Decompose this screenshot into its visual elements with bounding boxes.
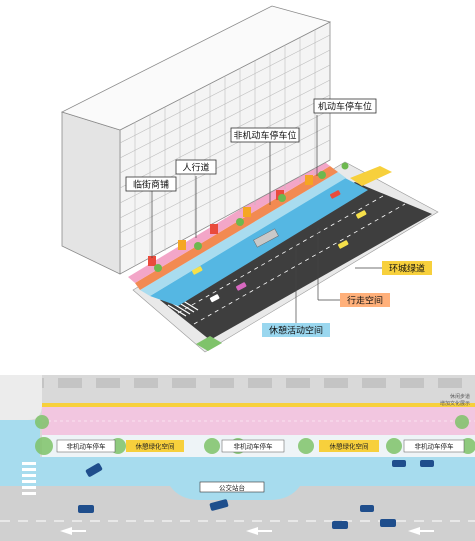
svg-text:行走空间: 行走空间 xyxy=(347,295,383,307)
svg-text:临街商铺: 临街商铺 xyxy=(133,179,169,191)
label-sidewalk: 人行道 xyxy=(175,159,217,175)
plan-blue-greenway xyxy=(40,457,475,500)
zone-nonmotor-c: 非机动车停车 xyxy=(403,439,465,453)
plan-view: 非机动车停车 休憩绿化空间 非机动车停车 休憩绿化空间 非机动车停车 公交站台 … xyxy=(0,375,475,541)
svg-text:非机动车停车: 非机动车停车 xyxy=(67,442,107,451)
label-storefront: 临街商铺 xyxy=(125,176,177,192)
corner-green xyxy=(196,336,222,351)
svg-text:非机动车停车: 非机动车停车 xyxy=(415,442,455,451)
street-trees xyxy=(154,162,349,272)
corner-block xyxy=(0,375,42,420)
plan-crosswalk xyxy=(22,462,36,495)
svg-text:公交站台: 公交站台 xyxy=(219,483,245,492)
label-nonmotor-parking: 非机动车停车位 xyxy=(230,127,300,143)
svg-text:机动车停车位: 机动车停车位 xyxy=(318,101,372,113)
walk-space-strip xyxy=(135,166,338,290)
zone-rest-b: 休憩绿化空间 xyxy=(319,440,379,452)
svg-text:非机动车停车: 非机动车停车 xyxy=(234,442,274,451)
zone-nonmotor-a: 非机动车停车 xyxy=(56,439,116,453)
zone-rest-a: 休憩绿化空间 xyxy=(126,440,184,452)
plan-yellow-strip xyxy=(42,403,475,407)
plan-note: 休闲步道 增加文化展示 xyxy=(440,393,470,407)
svg-text:环城绿道: 环城绿道 xyxy=(389,263,425,275)
label-motor-parking: 机动车停车位 xyxy=(313,98,377,114)
building-side-face xyxy=(61,111,121,275)
svg-text:休闲步道: 休闲步道 xyxy=(450,393,470,400)
bus-shelter xyxy=(253,228,279,248)
rest-space-strip xyxy=(140,172,346,296)
cars xyxy=(191,190,367,303)
svg-text:人行道: 人行道 xyxy=(182,162,209,174)
callout-restspace: 休憩活动空间 xyxy=(262,323,330,337)
plan-cars xyxy=(78,460,434,529)
svg-text:增加文化展示: 增加文化展示 xyxy=(440,400,470,407)
callout-greenway: 环城绿道 xyxy=(382,261,432,275)
zone-nonmotor-b: 非机动车停车 xyxy=(221,439,285,453)
leader-lines xyxy=(151,115,382,330)
bus-stop: 公交站台 xyxy=(199,481,265,493)
svg-text:休憩绿化空间: 休憩绿化空间 xyxy=(330,442,369,451)
svg-text:非机动车停车位: 非机动车停车位 xyxy=(233,130,296,142)
yellow-greenway xyxy=(350,166,392,186)
svg-text:休憩活动空间: 休憩活动空间 xyxy=(269,325,323,337)
svg-text:休憩绿化空间: 休憩绿化空间 xyxy=(136,442,175,451)
lane-arrows xyxy=(60,527,434,535)
axonometric-view: 临街商铺 人行道 非机动车停车位 机动车停车位 环城绿道 行走空间 休憩活动空间 xyxy=(60,5,439,353)
callout-walkspace: 行走空间 xyxy=(340,293,390,307)
building-roof xyxy=(60,5,332,131)
